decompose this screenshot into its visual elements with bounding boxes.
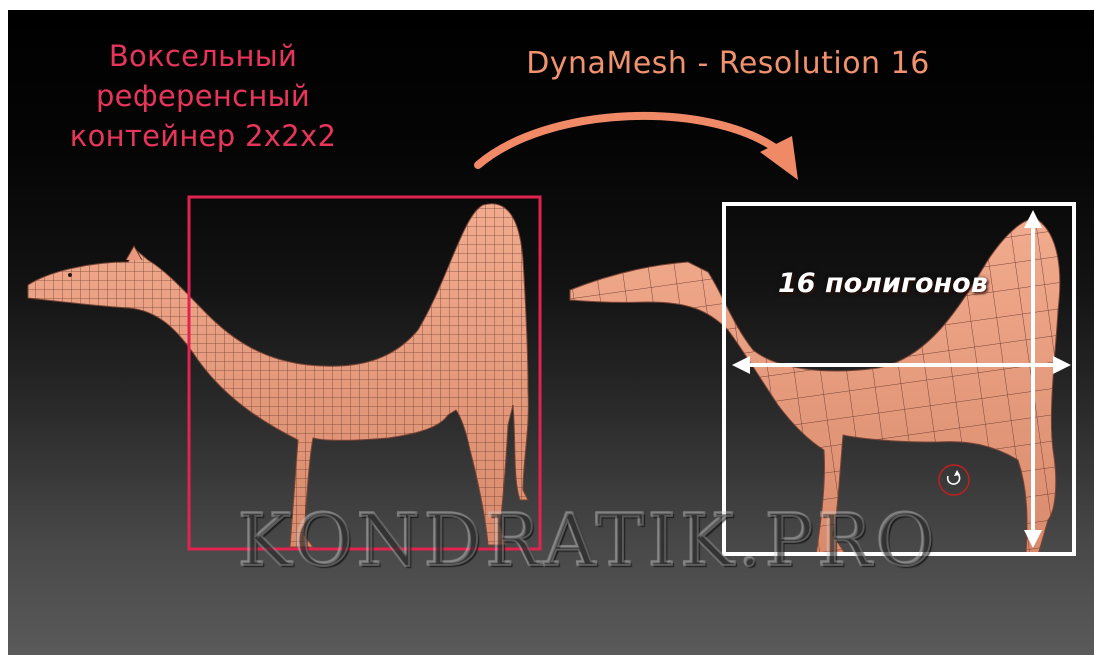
left-title-line-3: контейнер 2x2x2 <box>38 116 368 156</box>
left-title-line-2: референсный <box>38 76 368 116</box>
watermark-text: KONDRATIK.PRO <box>128 498 1048 582</box>
curved-arrow-right-icon <box>478 116 798 180</box>
slide-canvas: Воксельный референсный контейнер 2x2x2 D… <box>8 10 1094 655</box>
left-title-line-1: Воксельный <box>38 36 368 76</box>
rotate-cursor-icon <box>939 465 969 495</box>
highres-creature-mesh <box>28 204 528 547</box>
reference-container-title: Воксельный референсный контейнер 2x2x2 <box>38 36 368 156</box>
polygon-count-label: 16 полигонов <box>778 268 1018 299</box>
dynamesh-resolution-title: DynaMesh - Resolution 16 <box>488 44 968 84</box>
